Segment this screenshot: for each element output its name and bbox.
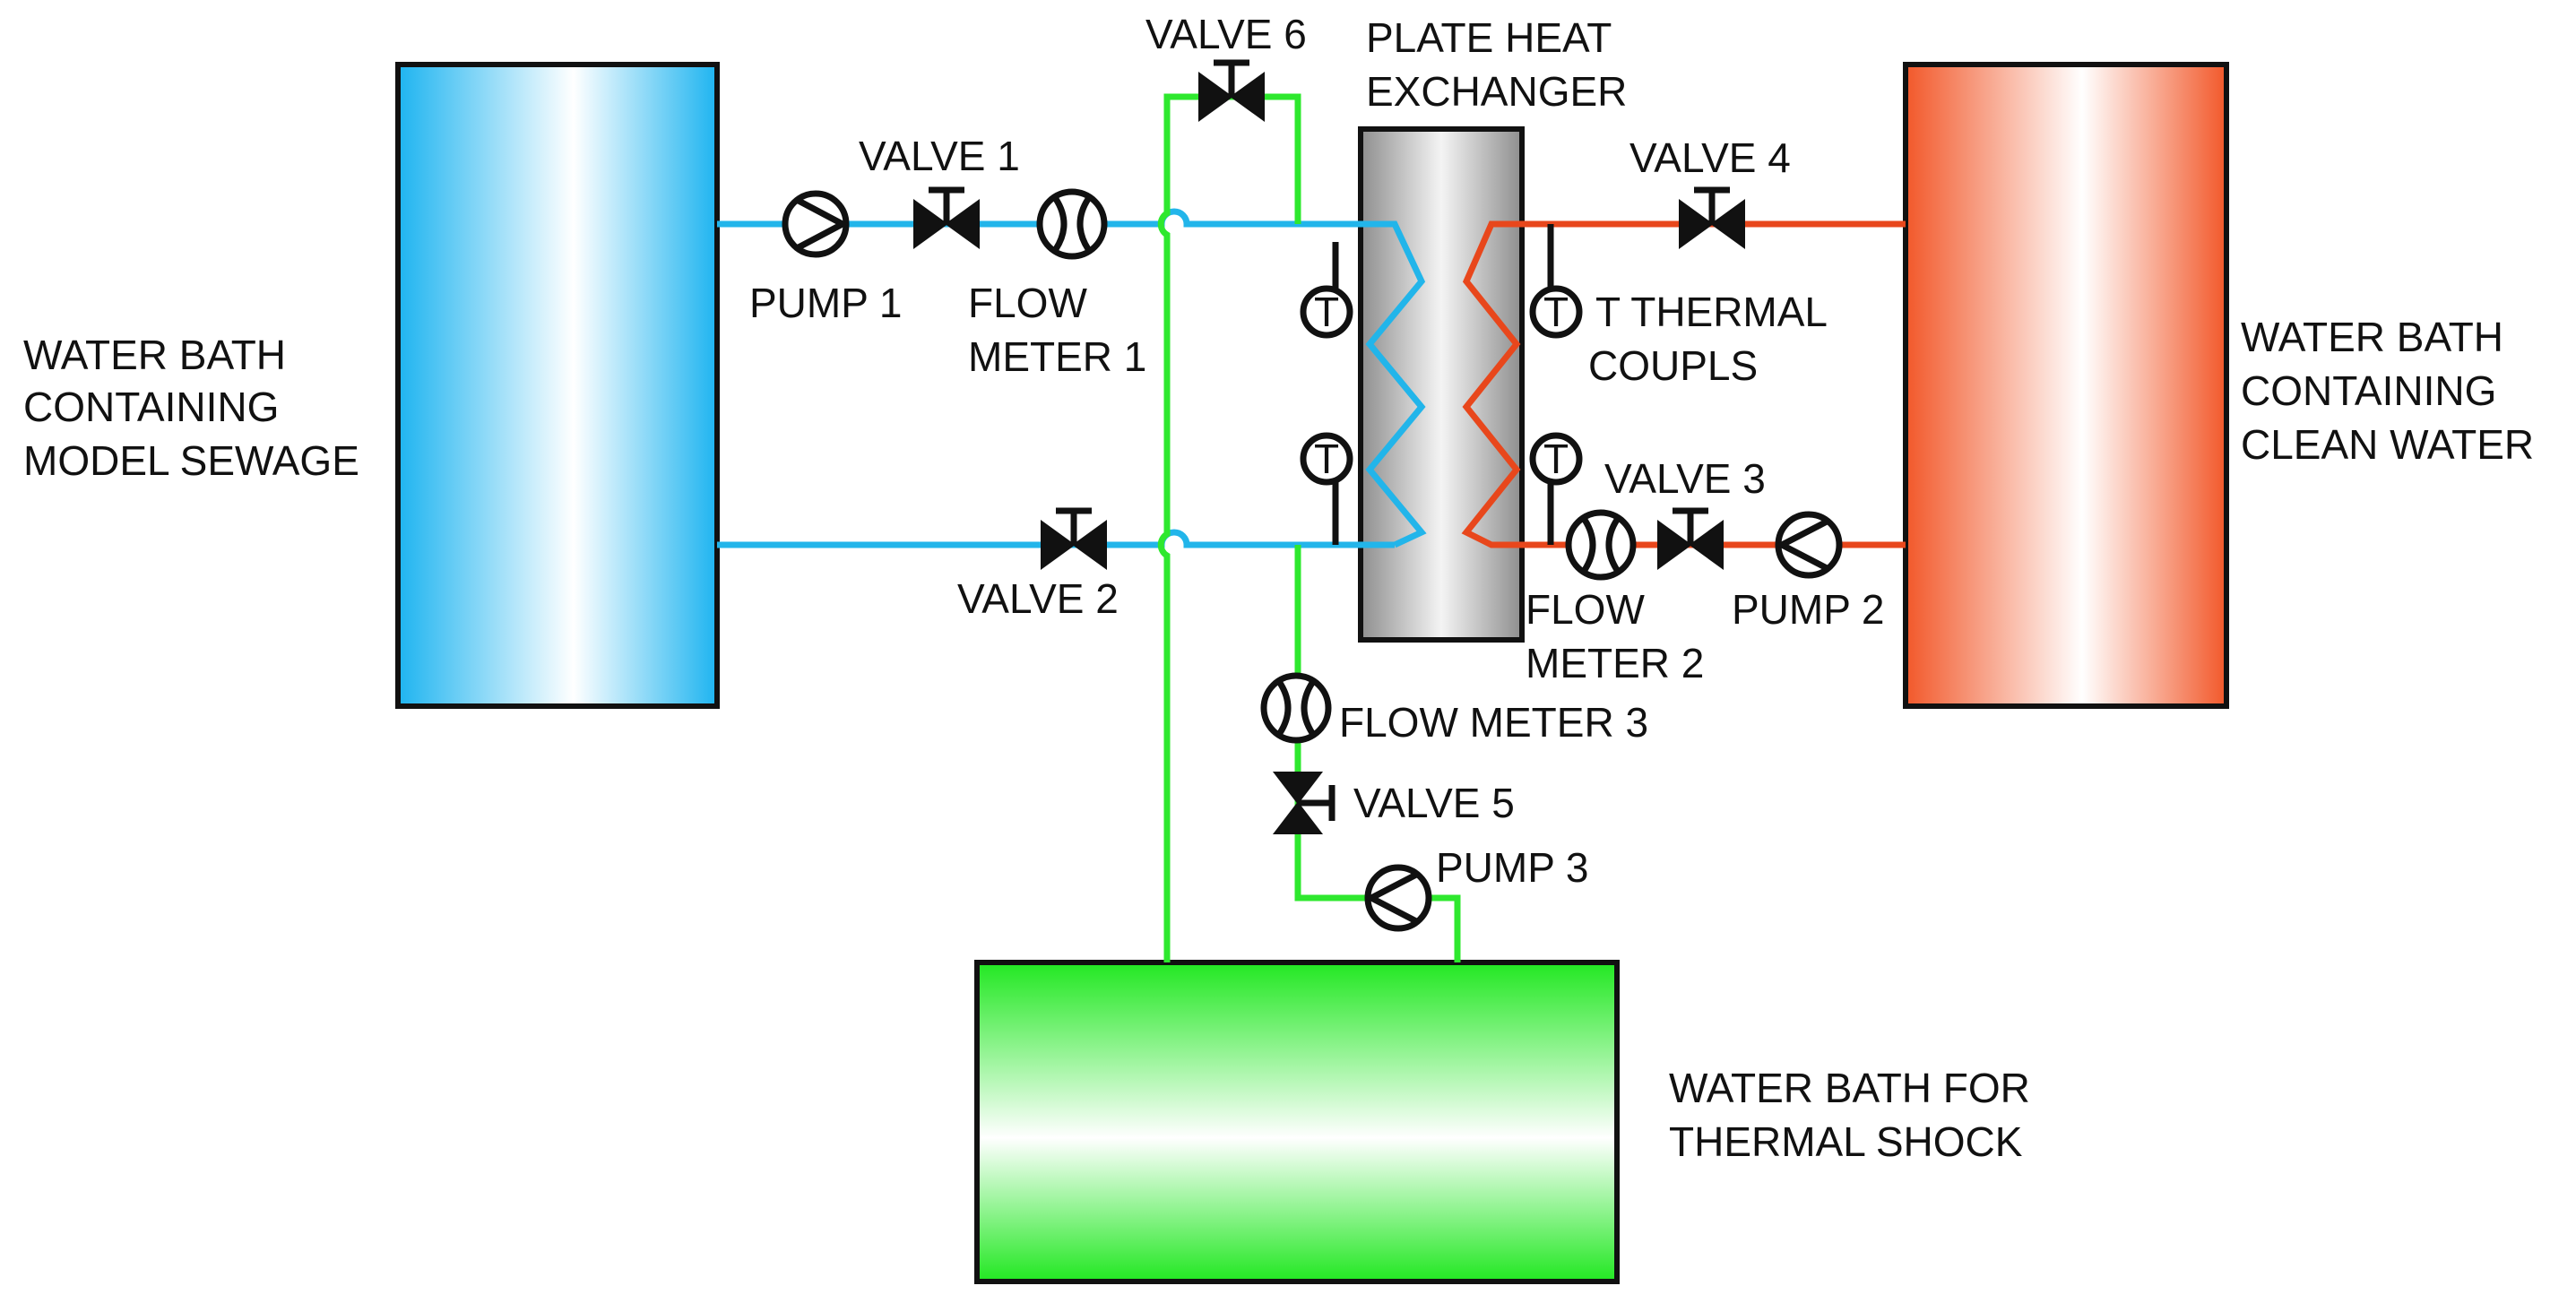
- svg-text:METER 2: METER 2: [1526, 640, 1704, 686]
- valve2-label: VALVE 2: [957, 575, 1119, 622]
- sewage-tank: [395, 62, 720, 709]
- svg-text:CONTAINING: CONTAINING: [23, 384, 279, 430]
- valve-icon: [1272, 772, 1336, 834]
- svg-text:METER 1: METER 1: [968, 333, 1146, 380]
- thermocouple-icon: T: [1300, 432, 1353, 545]
- exchanger-label: PLATE HEAT EXCHANGER: [1366, 14, 1627, 115]
- valve1-label: VALVE 1: [859, 133, 1020, 179]
- valve-icon: [913, 186, 980, 249]
- flow-meter-icon: [1565, 509, 1637, 581]
- svg-text:FLOW: FLOW: [1526, 586, 1645, 633]
- pump-icon: [1364, 864, 1432, 932]
- valve5-label: VALVE 5: [1353, 780, 1515, 826]
- valve6-label: VALVE 6: [1145, 11, 1307, 57]
- thermocouples-label: T THERMAL COUPLS: [1588, 289, 1828, 389]
- svg-text:T THERMAL: T THERMAL: [1595, 289, 1828, 335]
- svg-text:FLOW: FLOW: [968, 280, 1087, 326]
- svg-text:T: T: [1543, 289, 1569, 335]
- flow-meter3-label: FLOW METER 3: [1339, 699, 1648, 746]
- sewage-tank-label: WATER BATH CONTAINING MODEL SEWAGE: [23, 332, 359, 484]
- valve-icon: [1679, 186, 1745, 249]
- pump3-label: PUMP 3: [1436, 844, 1588, 891]
- svg-text:CLEAN WATER: CLEAN WATER: [2241, 421, 2534, 468]
- svg-text:WATER BATH: WATER BATH: [2241, 314, 2503, 360]
- svg-text:CONTAINING: CONTAINING: [2241, 367, 2496, 414]
- svg-text:COUPLS: COUPLS: [1588, 342, 1758, 389]
- valve-icon: [1041, 507, 1107, 570]
- svg-text:MODEL SEWAGE: MODEL SEWAGE: [23, 437, 359, 484]
- svg-text:EXCHANGER: EXCHANGER: [1366, 68, 1627, 115]
- svg-text:T: T: [1314, 289, 1339, 335]
- svg-text:THERMAL SHOCK: THERMAL SHOCK: [1669, 1118, 2023, 1165]
- plate-heat-exchanger: [1358, 126, 1525, 643]
- thermocouple-icon: T: [1529, 432, 1583, 545]
- valve-icon: [1198, 59, 1265, 122]
- svg-text:PLATE HEAT: PLATE HEAT: [1366, 14, 1612, 61]
- valve4-label: VALVE 4: [1629, 134, 1791, 181]
- pump2-label: PUMP 2: [1732, 586, 1884, 633]
- shock-tank-label: WATER BATH FOR THERMAL SHOCK: [1669, 1065, 2030, 1165]
- flow-meter1-label: FLOW METER 1: [968, 280, 1146, 380]
- pump-icon: [782, 190, 850, 258]
- svg-text:T: T: [1314, 436, 1339, 482]
- flow-meter-icon: [1260, 672, 1332, 744]
- clean-water-tank: [1903, 62, 2229, 709]
- pump-icon: [1775, 511, 1843, 579]
- svg-text:WATER BATH FOR: WATER BATH FOR: [1669, 1065, 2030, 1111]
- svg-text:WATER BATH: WATER BATH: [23, 332, 286, 378]
- flow-meter2-label: FLOW METER 2: [1526, 586, 1704, 686]
- thermal-shock-tank: [974, 960, 1620, 1284]
- clean-tank-label: WATER BATH CONTAINING CLEAN WATER: [2241, 314, 2534, 468]
- thermocouple-icon: T: [1300, 242, 1353, 339]
- svg-text:T: T: [1543, 436, 1569, 482]
- valve3-label: VALVE 3: [1604, 455, 1766, 502]
- pump1-label: PUMP 1: [749, 280, 902, 326]
- flow-meter-icon: [1036, 188, 1108, 260]
- thermocouple-icon: T: [1529, 224, 1583, 339]
- clean-water-loop-pipes: [1461, 220, 1906, 548]
- valve-icon: [1657, 507, 1724, 570]
